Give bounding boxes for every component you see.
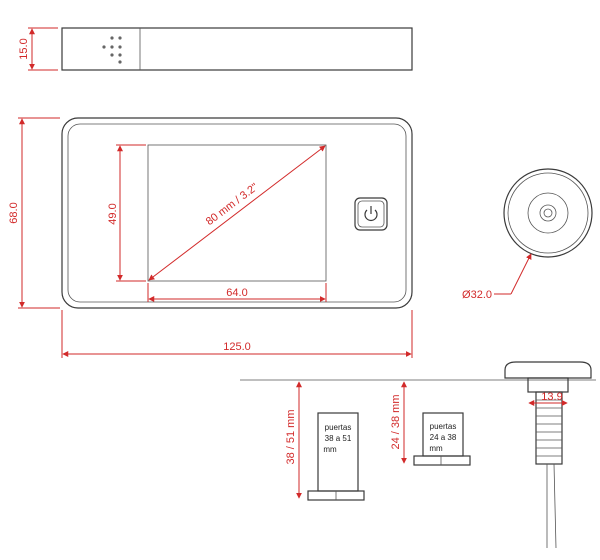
large-door-label-line1: puertas [325, 423, 352, 432]
speaker-holes [102, 36, 122, 64]
lens-diameter-dimension: Ø32.0 [462, 253, 532, 301]
power-button [354, 197, 388, 231]
small-door-range-label: 24 / 38 mm [390, 394, 402, 449]
thickness-label: 15.0 [18, 38, 30, 59]
screen-height-label: 49.0 [107, 203, 119, 224]
large-door-bracket: puertas 38 a 51 mm [307, 412, 365, 501]
cylinder-diameter-dimension: 13.9 [528, 391, 568, 406]
width-label: 125.0 [223, 341, 251, 353]
screen-diagonal-label: 80 mm / 3.2" [204, 181, 261, 228]
width-dimension: 125.0 [61, 310, 413, 358]
small-door-label-line3: mm [429, 444, 443, 453]
small-door-label-line2: 24 a 38 [430, 433, 457, 442]
large-door-range-dimension: 38 / 51 mm [285, 381, 302, 499]
small-door-label-line1: puertas [430, 422, 457, 431]
screen-diagonal-dimension: 80 mm / 3.2" [148, 145, 326, 281]
small-door-range-dimension: 24 / 38 mm [390, 381, 407, 464]
peephole-cylinder [504, 361, 592, 549]
screen-height-dimension: 49.0 [107, 144, 146, 282]
cylinder-diameter-label: 13.9 [541, 391, 562, 403]
thickness-dimension: 15.0 [18, 27, 58, 71]
large-door-range-label: 38 / 51 mm [285, 409, 297, 464]
lens-view: Ø32.0 [462, 168, 593, 301]
large-door-label-line2: 38 a 51 [325, 434, 352, 443]
power-icon [364, 209, 378, 221]
height-dimension: 68.0 [8, 117, 60, 309]
screen-width-dimension: 64.0 [147, 283, 327, 302]
lens-diameter-label: Ø32.0 [462, 289, 492, 301]
top-view: 15.0 [18, 27, 413, 71]
screen [147, 144, 327, 282]
small-door-bracket: puertas 24 a 38 mm [413, 412, 471, 466]
screen-width-label: 64.0 [226, 287, 247, 299]
thread-lines [536, 399, 562, 457]
large-door-label-line3: mm [323, 445, 337, 454]
door-section: puertas 38 a 51 mm 38 / 51 mm puertas 24… [240, 361, 596, 549]
height-label: 68.0 [8, 202, 20, 223]
front-view: 68.0 49.0 80 mm / 3.2" 64.0 125.0 [8, 117, 413, 358]
